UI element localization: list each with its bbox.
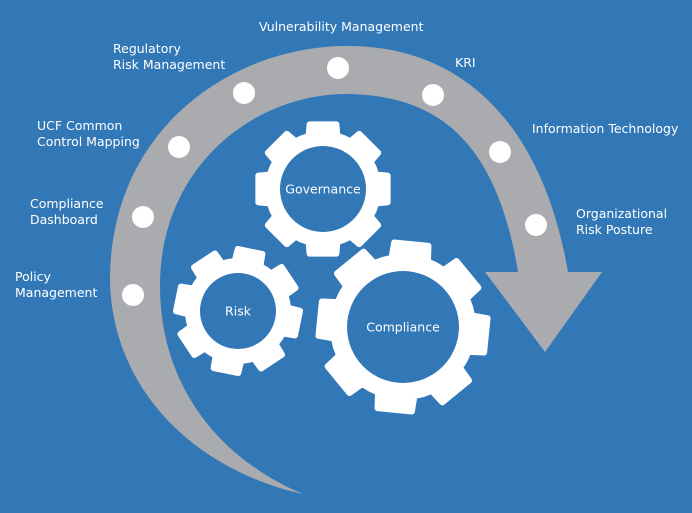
governance-gear-hub — [280, 146, 366, 232]
cycle-arrow-band — [110, 45, 602, 495]
label-vulnerability-management: Vulnerability Management — [259, 19, 424, 34]
label-organizational-risk-posture: Organizational Risk Posture — [576, 206, 668, 237]
dot-information-technology — [489, 141, 511, 163]
dot-organizational — [525, 214, 547, 236]
dot-kri — [422, 84, 444, 106]
label-policy-management: Policy Management — [15, 269, 98, 300]
risk-gear-hub — [200, 273, 276, 349]
label-ucf-common-control-mapping: UCF Common Control Mapping — [37, 118, 140, 149]
compliance-label: Compliance — [366, 319, 440, 335]
dot-vulnerability — [327, 57, 349, 79]
governance-label: Governance — [285, 181, 361, 197]
risk-label: Risk — [225, 303, 251, 319]
dot-policy-management — [122, 284, 144, 306]
label-kri: KRI — [455, 55, 476, 70]
dot-regulatory — [233, 82, 255, 104]
compliance-gear-hub — [347, 271, 459, 383]
label-compliance-dashboard: Compliance Dashboard — [30, 196, 104, 227]
label-regulatory-risk-management: Regulatory Risk Management — [113, 41, 226, 72]
gears — [173, 121, 491, 415]
dot-compliance-dashboard — [132, 206, 154, 228]
milestone-dots — [122, 57, 547, 306]
label-information-technology: Information Technology — [532, 121, 679, 136]
dot-ucf — [168, 136, 190, 158]
